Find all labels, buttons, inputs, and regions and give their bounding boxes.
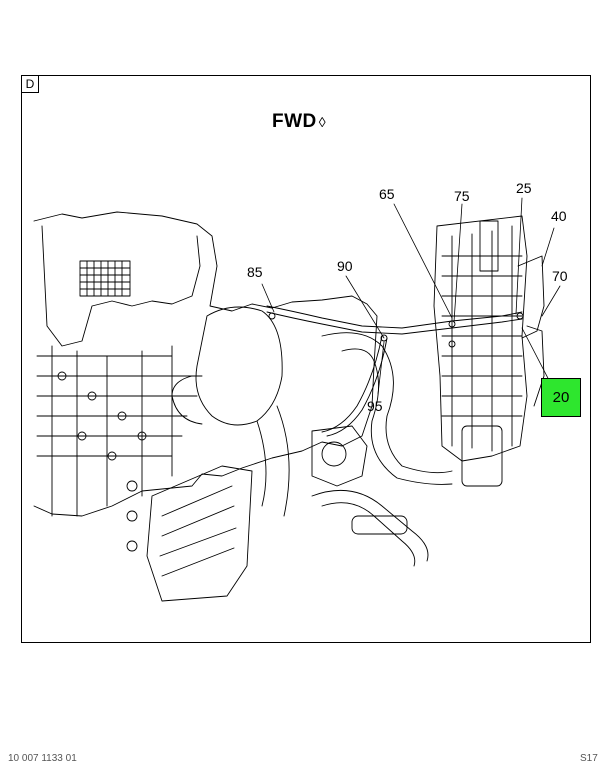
oil-pan (146, 465, 253, 602)
callout-65: 65 (379, 186, 395, 202)
sensor-grid-lines (79, 260, 131, 297)
turbo-intake (195, 306, 283, 426)
tube-line-lower (266, 311, 523, 335)
callout-25: 25 (516, 180, 532, 196)
sensor-grid (79, 260, 131, 297)
starter (311, 425, 368, 487)
callout-85: 85 (247, 264, 263, 280)
callout-90: 90 (337, 258, 353, 274)
radiator-frame (433, 215, 528, 462)
valve-cover (41, 225, 201, 347)
callout-95: 95 (367, 398, 383, 414)
forward-label: FWD ◊ (272, 111, 326, 133)
right-bracket (517, 255, 545, 339)
callout-70: 70 (552, 268, 568, 284)
callout-40: 40 (551, 208, 567, 224)
tube-line-drop (321, 335, 383, 433)
canister (461, 425, 503, 487)
coolant-hose (321, 332, 453, 474)
diagram-frame: D FWD ◊ (21, 75, 591, 643)
lower-hose (311, 489, 429, 562)
pipe-bracket (351, 515, 408, 535)
footer-left: 10 007 1133 01 (8, 753, 77, 764)
leader-lines (261, 197, 561, 395)
callout-75: 75 (454, 188, 470, 204)
footer-right: S17 (580, 753, 598, 764)
forward-arrow-icon: ◊ (318, 114, 327, 130)
engine-line-drawing (33, 197, 561, 602)
forward-text: FWD (272, 111, 317, 132)
highlighted-callout-20: 20 (541, 378, 581, 417)
intake-hose (256, 405, 290, 517)
engine-left-details (36, 345, 203, 517)
tube-line-upper (266, 305, 523, 329)
engine-block (33, 211, 378, 517)
view-tag: D (22, 76, 39, 93)
